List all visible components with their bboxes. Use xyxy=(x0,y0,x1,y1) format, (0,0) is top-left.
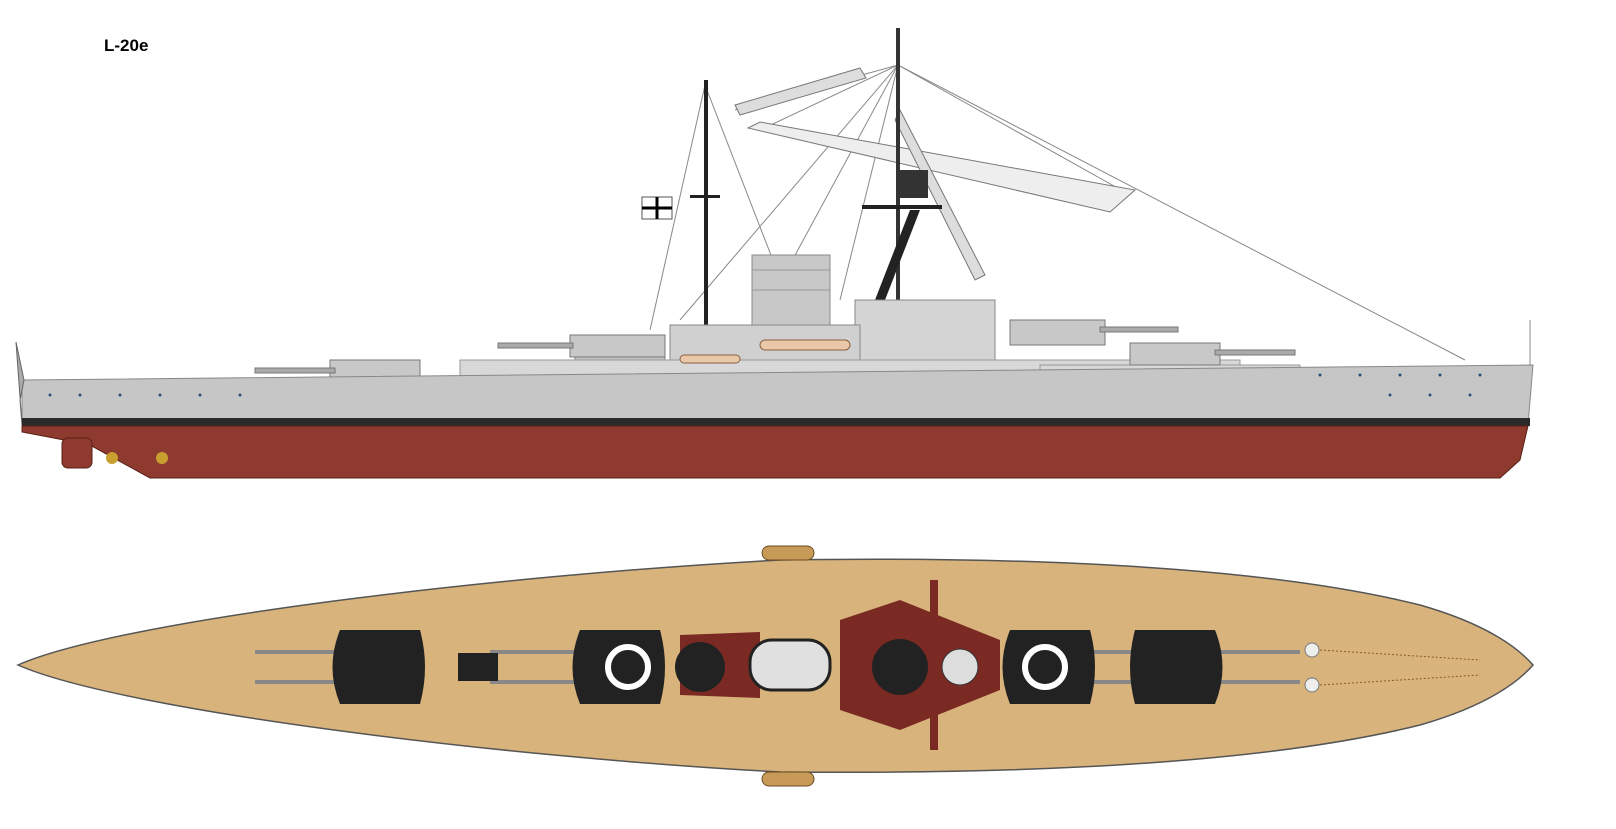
side-profile xyxy=(15,28,1534,479)
top-view xyxy=(16,545,1534,787)
funnel-top xyxy=(748,638,832,692)
boot-top xyxy=(22,418,1530,426)
drawing-title: L-20e xyxy=(104,36,149,55)
main-mast xyxy=(704,80,708,330)
rudder xyxy=(61,437,93,469)
propeller xyxy=(106,452,118,464)
hull-upper xyxy=(21,364,1534,426)
funnel xyxy=(751,254,831,336)
top-turrets xyxy=(332,630,1223,704)
portholes xyxy=(48,373,1482,397)
hull-lower xyxy=(21,425,1529,479)
